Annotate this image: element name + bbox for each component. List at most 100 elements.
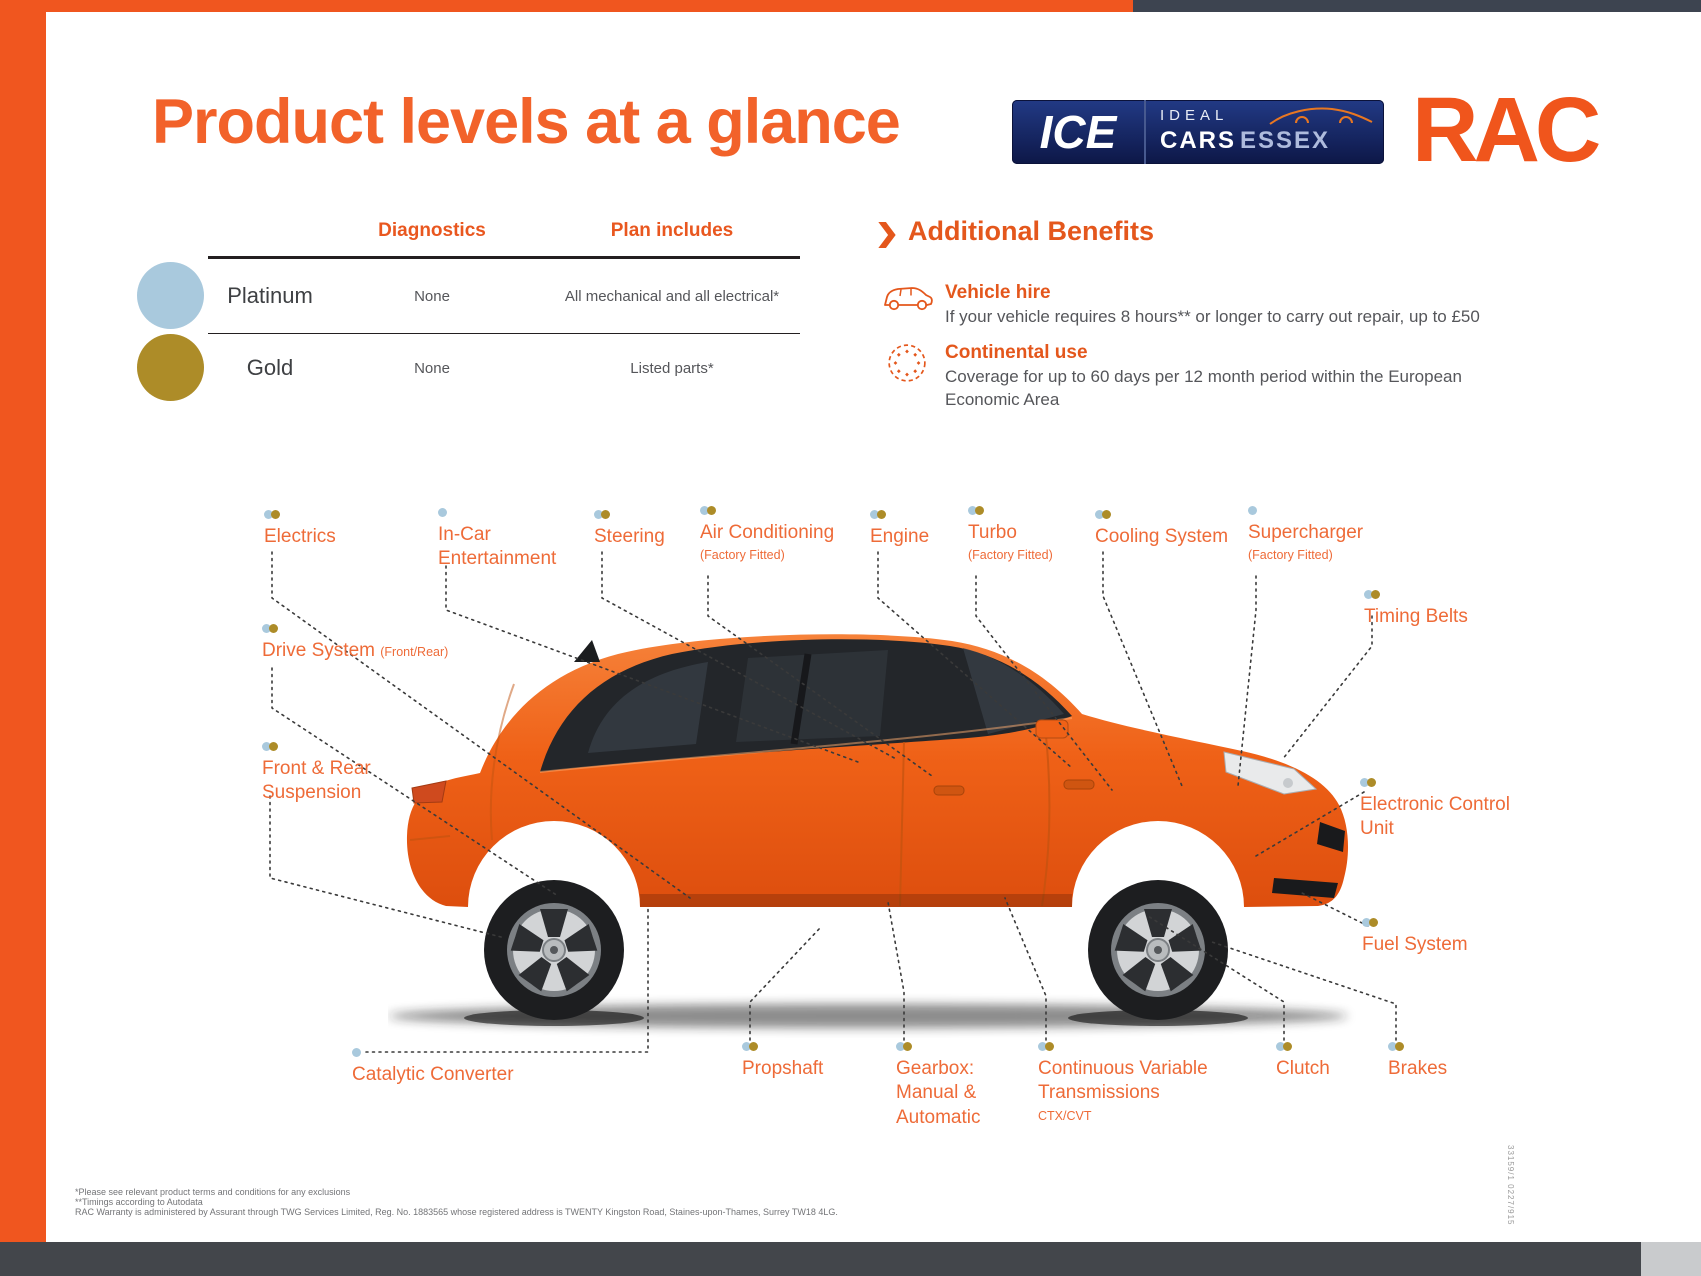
- part-steering: Steering: [594, 510, 665, 549]
- platinum-dot: [700, 506, 709, 515]
- gold-dot: [749, 1042, 758, 1051]
- coverage-dots: [262, 624, 448, 633]
- part-continuous-variable-transmissions: Continuous Variable Transmissions CTX/CV…: [1038, 1042, 1208, 1124]
- coverage-dots: [1388, 1042, 1447, 1051]
- part-qualifier: (Front/Rear): [380, 645, 449, 659]
- plan-name-platinum: Platinum: [227, 283, 313, 308]
- ice-logo-abbr: ICE: [1012, 100, 1146, 164]
- part-clutch: Clutch: [1276, 1042, 1330, 1081]
- door-handle-rear: [933, 785, 965, 796]
- platinum-dot: [870, 510, 879, 519]
- side-mirror: [1035, 719, 1069, 739]
- rear-light: [411, 780, 447, 804]
- platinum-dot: [968, 506, 977, 515]
- part-front-rear-suspension: Front & Rear Suspension: [262, 742, 371, 806]
- part-air-conditioning: Air Conditioning (Factory Fitted): [700, 506, 834, 563]
- platinum-includes-value: All mechanical and all electrical*: [564, 288, 780, 305]
- bottom-bar-end: [1641, 1242, 1701, 1276]
- part-supercharger: Supercharger (Factory Fitted): [1248, 506, 1363, 563]
- part-name: Air Conditioning: [700, 522, 835, 543]
- platinum-dot: [352, 1048, 361, 1057]
- part-name: Supercharger: [1248, 522, 1364, 543]
- part-name-line2: Suspension: [262, 782, 362, 804]
- coverage-dots: [700, 506, 834, 515]
- footnote-exclusions: *Please see relevant product terms and c…: [75, 1187, 351, 1197]
- platinum-diagnostics-value: None: [414, 288, 450, 305]
- part-name: In-Car: [438, 524, 491, 545]
- side-print-code: 33159/1 0227/915: [1506, 1145, 1515, 1226]
- part-name: Cooling System: [1095, 526, 1229, 547]
- part-name: Gearbox:: [896, 1058, 975, 1079]
- gold-dot: [601, 510, 610, 519]
- part-name: Propshaft: [742, 1058, 824, 1079]
- table-header-rule: [208, 256, 800, 259]
- coverage-dots: [742, 1042, 823, 1051]
- platinum-dot: [1362, 918, 1371, 927]
- platinum-dot: [742, 1042, 751, 1051]
- part-cooling-system: Cooling System: [1095, 510, 1228, 549]
- rac-logo: RAC: [1412, 79, 1601, 181]
- gold-dot: [271, 510, 280, 519]
- coverage-dots: [1360, 778, 1510, 787]
- coverage-dots: [594, 510, 665, 519]
- part-name: Steering: [594, 526, 665, 547]
- top-bar-orange: [0, 0, 1133, 12]
- part-name: Catalytic Converter: [352, 1064, 514, 1085]
- gold-plan-circle: [137, 334, 204, 401]
- part-gearbox: Gearbox: Manual & Automatic: [896, 1042, 980, 1130]
- additional-benefits-title: Additional Benefits: [908, 216, 1155, 246]
- platinum-dot: [1364, 590, 1373, 599]
- part-name: Electronic Control: [1360, 794, 1510, 815]
- coverage-dots: [1276, 1042, 1330, 1051]
- platinum-plan-circle: [137, 262, 204, 329]
- coverage-dots: [896, 1042, 980, 1051]
- platinum-dot: [896, 1042, 905, 1051]
- part-engine: Engine: [870, 510, 929, 549]
- column-header-diagnostics: Diagnostics: [378, 220, 486, 241]
- coverage-dots: [870, 510, 929, 519]
- roof-antenna: [574, 640, 600, 662]
- part-qualifier: (Factory Fitted): [1248, 548, 1333, 563]
- coverage-dots: [1362, 918, 1468, 927]
- gold-dot: [707, 506, 716, 515]
- part-name: Fuel System: [1362, 934, 1468, 955]
- ice-word-ideal: IDEAL: [1160, 107, 1229, 124]
- rear-wheel: [483, 879, 625, 1021]
- front-wheel: [1087, 879, 1229, 1021]
- bottom-bar: [0, 1242, 1701, 1276]
- column-header-plan-includes: Plan includes: [610, 220, 734, 241]
- part-name-line2: Entertainment: [438, 548, 557, 570]
- gold-dot: [269, 742, 278, 751]
- platinum-dot: [1095, 510, 1104, 519]
- gold-dot: [1045, 1042, 1054, 1051]
- platinum-dot: [264, 510, 273, 519]
- platinum-dot: [1248, 506, 1257, 515]
- coverage-dots: [1248, 506, 1363, 515]
- platinum-dot: [438, 508, 447, 517]
- part-timing-belts: Timing Belts: [1364, 590, 1468, 629]
- platinum-dot: [262, 742, 271, 751]
- gold-dot: [1395, 1042, 1404, 1051]
- footnote-timings: **Timings according to Autodata: [75, 1197, 203, 1207]
- coverage-dots: [1038, 1042, 1208, 1051]
- gold-dot: [1102, 510, 1111, 519]
- platinum-dot: [262, 624, 271, 633]
- ice-word-cars: CARS: [1160, 127, 1237, 154]
- part-electronic-control-unit: Electronic Control Unit: [1360, 778, 1510, 842]
- part-name: Engine: [870, 526, 930, 547]
- eu-stars-icon: [888, 344, 926, 382]
- part-name-line2: Manual &: [896, 1082, 977, 1104]
- part-name: Timing Belts: [1364, 606, 1468, 627]
- part-qualifier: (Factory Fitted): [700, 548, 785, 563]
- benefit-vehicle-hire-desc: If your vehicle requires 8 hours** or lo…: [945, 307, 1480, 326]
- gold-dot: [1371, 590, 1380, 599]
- gold-dot: [1369, 918, 1378, 927]
- part-name: Clutch: [1276, 1058, 1330, 1079]
- part-qualifier: (Factory Fitted): [968, 548, 1053, 563]
- coverage-dots: [264, 510, 336, 519]
- gold-dot: [269, 624, 278, 633]
- car-silhouette-icon: [1269, 107, 1373, 125]
